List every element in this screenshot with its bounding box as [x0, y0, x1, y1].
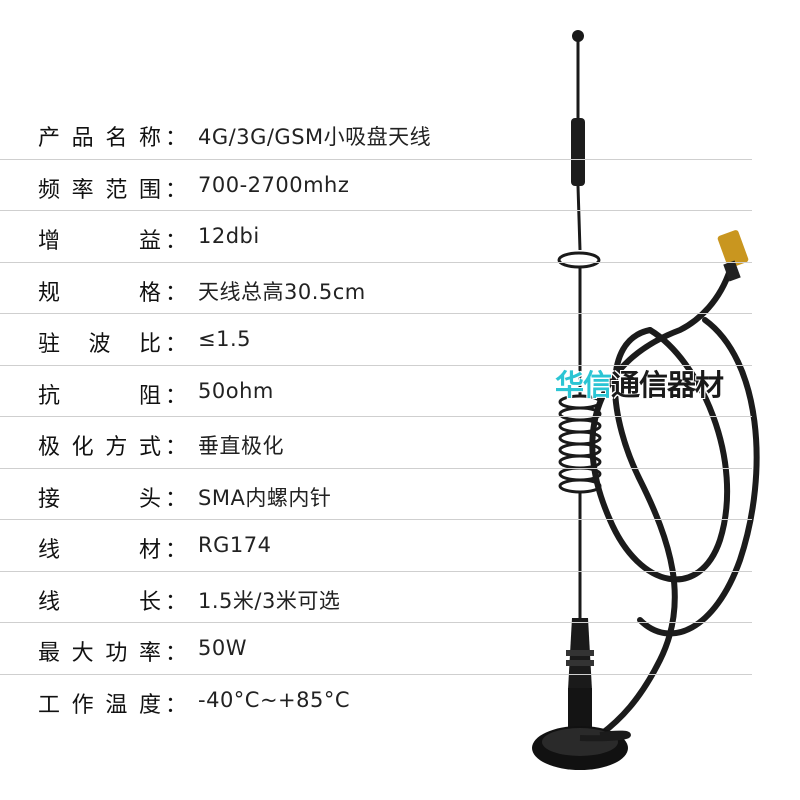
- spec-value: 12dbi: [198, 224, 260, 248]
- spec-value: -40°C~+85°C: [198, 687, 351, 712]
- spec-colon: ：: [165, 486, 188, 512]
- antenna-base-sleeve: [566, 618, 594, 728]
- spec-row-cable-length: 线长 ： 1.5米/3米可选: [0, 572, 752, 623]
- spec-value: 4G/3G/GSM小吸盘天线: [198, 125, 432, 149]
- spec-value: 50ohm: [198, 378, 274, 403]
- spec-value: 1.5米/3米可选: [198, 588, 341, 613]
- spec-row-polarization: 极化方式 ： 垂直极化: [0, 417, 752, 469]
- brand-accent-text: 华信: [555, 368, 612, 402]
- spec-value: 700-2700mhz: [198, 172, 350, 197]
- spec-value: 垂直极化: [198, 434, 284, 458]
- spec-colon: ：: [165, 280, 188, 306]
- spec-row-vswr: 驻波比 ： ≤1.5: [0, 314, 752, 366]
- spec-row-impedance: 抗阻 ： 50ohm: [0, 366, 752, 417]
- spec-value: RG174: [198, 533, 272, 557]
- spec-row-connector: 接头 ： SMA内螺内针: [0, 469, 752, 520]
- spec-colon: ：: [165, 383, 188, 409]
- spec-colon: ：: [165, 641, 188, 666]
- spec-colon: ：: [165, 229, 188, 254]
- spec-label: 线长: [38, 589, 162, 615]
- spec-value: 天线总高30.5cm: [198, 279, 366, 304]
- spec-colon: ：: [165, 177, 188, 203]
- spec-label: 规格: [38, 280, 162, 306]
- brand-rest-text: 通信器材: [611, 368, 724, 402]
- spec-label: 极化方式: [38, 435, 162, 460]
- spec-row-product-name: 产品名称 ： 4G/3G/GSM小吸盘天线: [0, 108, 752, 160]
- spec-label: 增益: [38, 229, 162, 254]
- spec-colon: ：: [165, 435, 188, 460]
- spec-label: 驻波比: [38, 332, 162, 357]
- spec-label: 频率范围: [38, 177, 162, 203]
- spec-table: 产品名称 ： 4G/3G/GSM小吸盘天线 频率范围 ： 700-2700mhz…: [0, 108, 752, 725]
- spec-label: 抗阻: [38, 383, 162, 409]
- spec-value: 50W: [198, 636, 247, 660]
- antenna-sleeve: [571, 118, 585, 186]
- magnetic-base: [532, 726, 631, 770]
- antenna-tip: [572, 30, 584, 42]
- spec-colon: ：: [165, 538, 188, 563]
- spec-label: 产品名称: [38, 126, 162, 151]
- spec-label: 工作温度: [38, 692, 162, 718]
- spec-colon: ：: [165, 692, 188, 718]
- brand-watermark: 华信通信器材: [555, 362, 724, 404]
- spec-value: SMA内螺内针: [198, 485, 332, 510]
- spec-row-cable-material: 线材 ： RG174: [0, 520, 752, 572]
- spec-colon: ：: [165, 332, 188, 357]
- spec-row-gain: 增益 ： 12dbi: [0, 211, 752, 263]
- spec-row-size: 规格 ： 天线总高30.5cm: [0, 263, 752, 314]
- spec-row-frequency: 频率范围 ： 700-2700mhz: [0, 160, 752, 211]
- spec-colon: ：: [165, 589, 188, 615]
- spec-row-max-power: 最大功率 ： 50W: [0, 623, 752, 675]
- spec-label: 最大功率: [38, 641, 162, 666]
- spec-label: 线材: [38, 538, 162, 563]
- spec-colon: ：: [165, 126, 188, 151]
- spec-row-operating-temp: 工作温度 ： -40°C~+85°C: [0, 675, 752, 726]
- spec-label: 接头: [38, 486, 162, 512]
- cable: [589, 267, 760, 738]
- sma-connector: [717, 230, 749, 282]
- spec-value: ≤1.5: [198, 327, 251, 351]
